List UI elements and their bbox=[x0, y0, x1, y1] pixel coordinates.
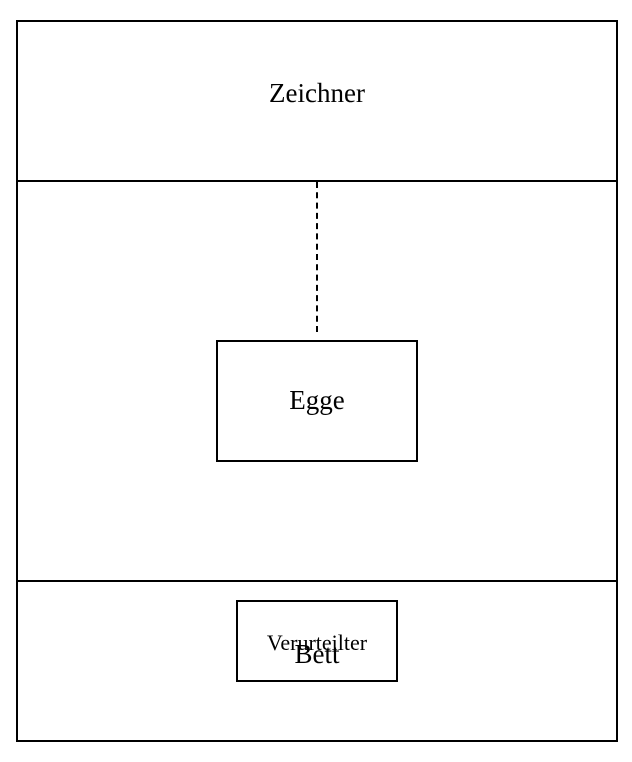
convict-label: Verurteilter bbox=[266, 630, 368, 655]
drawer-section: Zeichner bbox=[18, 22, 616, 182]
dashed-connector bbox=[316, 182, 318, 332]
bed-box: Bett Verurteilter bbox=[236, 600, 398, 682]
bed-label: Bett bbox=[294, 639, 340, 669]
drawer-label: Zeichner bbox=[269, 78, 365, 108]
harrow-section: Egge bbox=[18, 182, 616, 582]
diagram-frame: Zeichner Egge Bett Verurteilter bbox=[16, 20, 618, 742]
harrow-label: Egge bbox=[289, 385, 345, 415]
bed-section: Bett Verurteilter bbox=[18, 582, 616, 740]
harrow-box: Egge bbox=[216, 340, 418, 462]
